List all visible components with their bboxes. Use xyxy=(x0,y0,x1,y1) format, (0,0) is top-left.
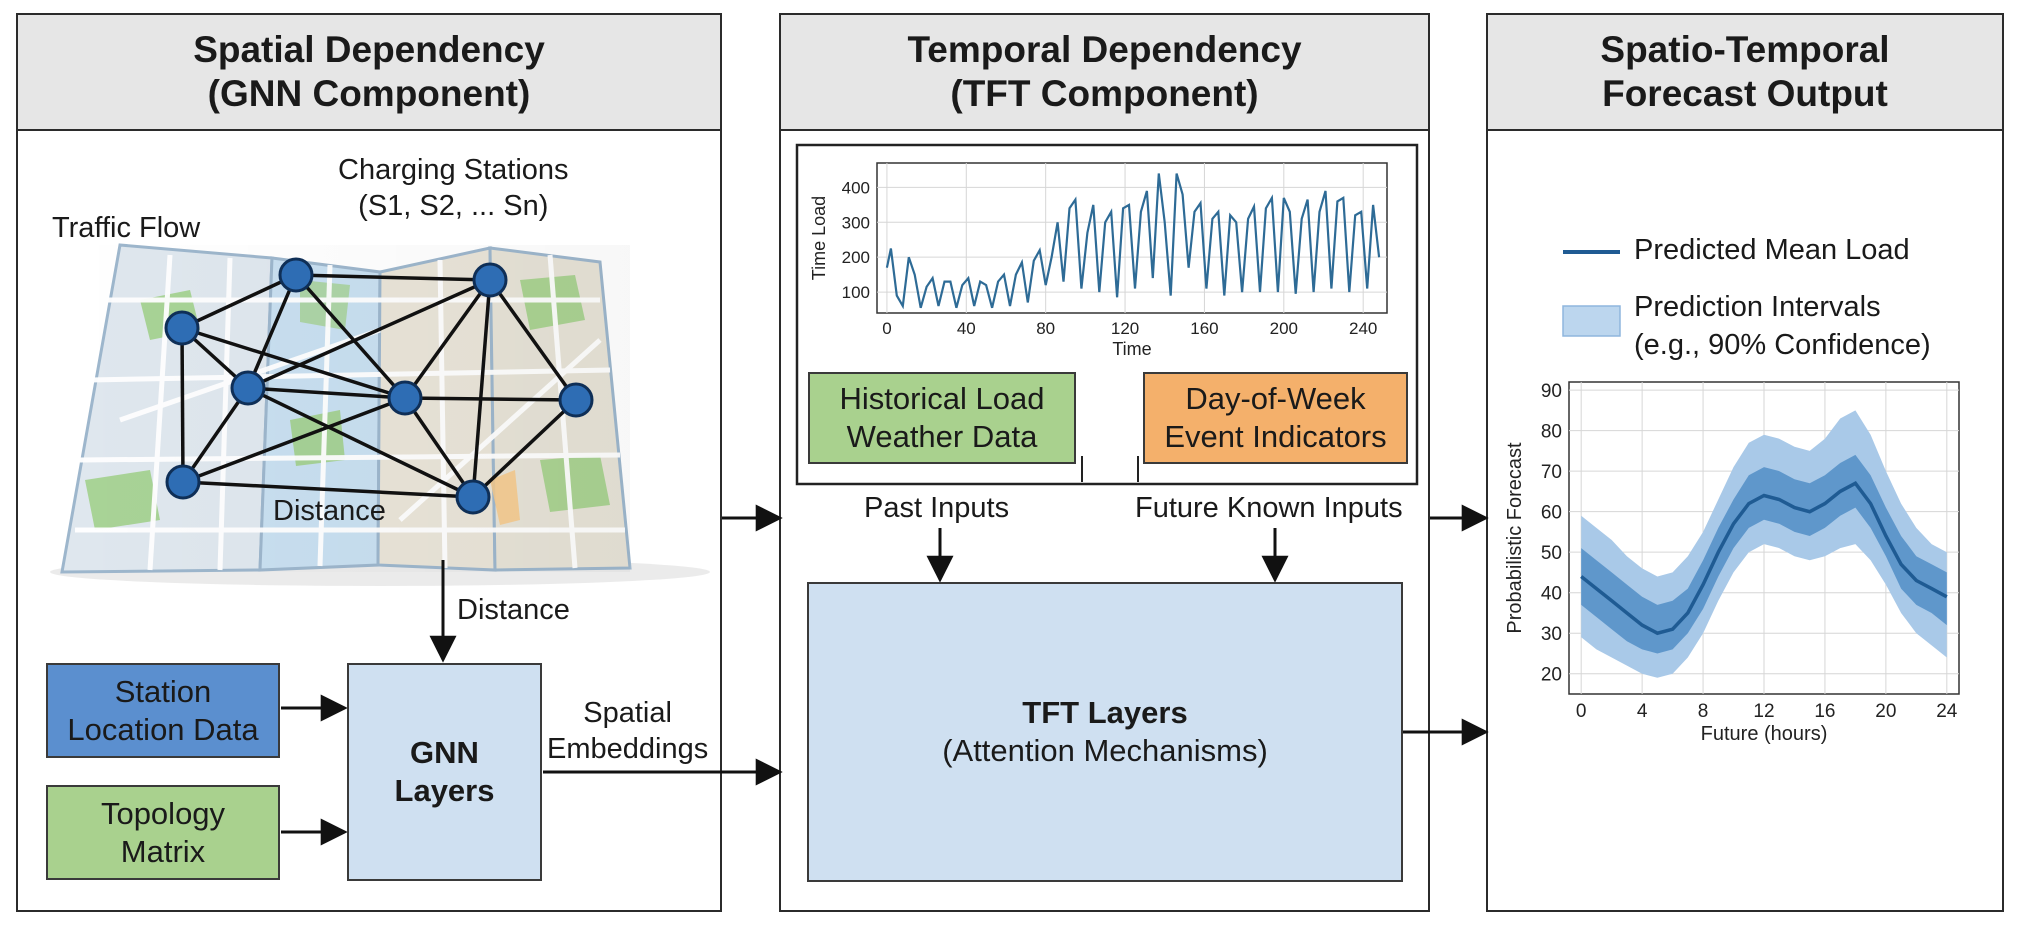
temporal-panel-header: Temporal Dependency (TFT Component) xyxy=(781,15,1428,131)
legend-interval-swatch xyxy=(1562,305,1621,337)
past-inputs-label: Past Inputs xyxy=(864,492,1010,524)
station-graph-edges xyxy=(180,273,578,499)
map-distance-label: Distance xyxy=(273,495,386,527)
arrow-distance-label: Distance xyxy=(457,594,570,626)
y-axis-label: Time Load xyxy=(809,196,829,280)
station-node xyxy=(165,464,201,500)
future-known-inputs-label: Future Known Inputs xyxy=(1135,492,1403,524)
x-tick-label: 4 xyxy=(1637,701,1648,722)
y-tick-label: 200 xyxy=(842,248,870,267)
x-tick-label: 24 xyxy=(1936,701,1958,722)
x-tick-label: 0 xyxy=(882,319,891,338)
x-tick-label: 8 xyxy=(1698,701,1709,722)
y-tick-label: 80 xyxy=(1541,421,1562,442)
output-title-line1: Spatio-Temporal xyxy=(1600,29,1890,70)
station-node xyxy=(230,370,266,406)
y-tick-label: 20 xyxy=(1541,664,1562,685)
y-tick-label: 100 xyxy=(842,283,870,302)
day-of-week-events-box: Day-of-Week Event Indicators xyxy=(1143,372,1408,464)
charging-stations-label: Charging Stations (S1, S2, ... Sn) xyxy=(338,154,569,222)
x-tick-label: 120 xyxy=(1111,319,1139,338)
spatial-embeddings-label: Spatial Embeddings xyxy=(547,697,709,765)
station-node xyxy=(472,262,508,298)
traffic-flow-label: Traffic Flow xyxy=(52,212,201,244)
legend-interval-label: Prediction Intervals (e.g., 90% Confiden… xyxy=(1634,291,1931,361)
y-tick-label: 30 xyxy=(1541,624,1562,645)
y-tick-label: 50 xyxy=(1541,543,1562,564)
y-tick-label: 60 xyxy=(1541,502,1562,523)
x-tick-label: 20 xyxy=(1875,701,1896,722)
y-tick-label: 90 xyxy=(1541,381,1562,402)
legend-mean-label: Predicted Mean Load xyxy=(1634,234,1910,266)
y-tick-label: 400 xyxy=(842,178,870,197)
series-line xyxy=(885,173,1381,310)
spatial-title-line1: Spatial Dependency xyxy=(193,29,545,70)
x-tick-label: 40 xyxy=(957,319,976,338)
spatial-title-line2: (GNN Component) xyxy=(207,73,531,114)
x-tick-label: 80 xyxy=(1036,319,1055,338)
temporal-title-line2: (TFT Component) xyxy=(950,73,1259,114)
x-tick-label: 200 xyxy=(1270,319,1298,338)
station-location-data-box: Station Location Data xyxy=(46,663,280,758)
x-axis-label: Future (hours) xyxy=(1701,723,1828,745)
x-tick-label: 0 xyxy=(1576,701,1587,722)
historical-load-weather-box: Historical Load Weather Data xyxy=(808,372,1076,464)
x-tick-label: 240 xyxy=(1349,319,1377,338)
station-node xyxy=(455,479,491,515)
temporal-title-line1: Temporal Dependency xyxy=(907,29,1302,70)
output-title-line2: Forecast Output xyxy=(1602,73,1888,114)
station-nodes xyxy=(164,257,594,515)
station-node xyxy=(278,257,314,293)
x-axis-label: Time xyxy=(1112,339,1151,359)
station-node xyxy=(164,310,200,346)
x-tick-label: 160 xyxy=(1190,319,1218,338)
topology-matrix-box: Topology Matrix xyxy=(46,785,280,880)
y-axis-label: Probabilistic Forecast xyxy=(1504,442,1526,634)
inputs-bracket xyxy=(795,143,1419,486)
station-node xyxy=(387,380,423,416)
y-tick-label: 300 xyxy=(842,213,870,232)
x-tick-label: 12 xyxy=(1753,701,1774,722)
spatial-panel-header: Spatial Dependency (GNN Component) xyxy=(18,15,720,131)
station-node xyxy=(558,382,594,418)
mean-line xyxy=(1580,481,1948,636)
gnn-layers-box: GNN Layers xyxy=(347,663,542,881)
interval-band-inner xyxy=(1581,454,1947,654)
output-panel-header: Spatio-Temporal Forecast Output xyxy=(1488,15,2002,131)
y-tick-label: 70 xyxy=(1541,462,1562,483)
tft-layers-box: TFT Layers (Attention Mechanisms) xyxy=(807,582,1403,882)
y-tick-label: 40 xyxy=(1541,583,1562,604)
x-tick-label: 16 xyxy=(1814,701,1835,722)
